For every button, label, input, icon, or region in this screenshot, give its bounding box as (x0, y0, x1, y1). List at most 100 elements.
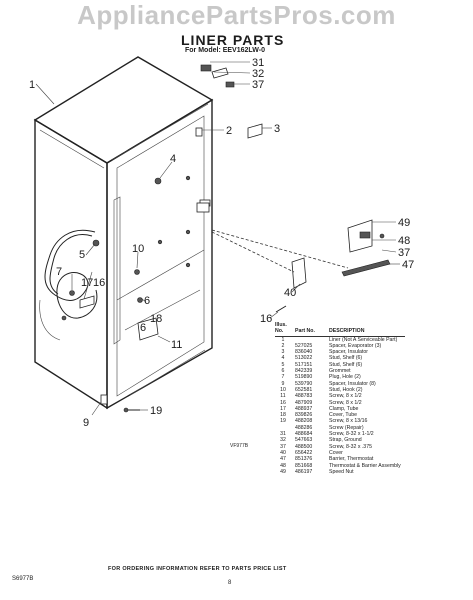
callout-37-right: 37 (398, 247, 410, 259)
illus-no: 31 (280, 431, 286, 438)
part-no: 486197 (295, 468, 313, 475)
illus-no: 11 (280, 393, 286, 400)
illus-no: 10 (280, 386, 286, 393)
part-no: 488684 (295, 431, 313, 438)
callout-31: 31 (252, 57, 264, 69)
callout-32: 32 (252, 68, 264, 80)
illus-no: 37 (280, 443, 286, 450)
callout-6-lower: 6 (140, 322, 146, 334)
table-row: 32 547663 Strap, Ground (275, 437, 405, 443)
callout-9: 9 (83, 417, 89, 429)
callout-3: 3 (274, 123, 280, 135)
illus-no: 17 (280, 405, 286, 412)
description: Screw, 8-32 x .375 (329, 443, 372, 450)
table-row: 2 527025 Spacer, Evaporator (3) (275, 343, 405, 349)
description: Clamp, Tube (329, 405, 359, 412)
callout-49: 49 (398, 217, 410, 229)
callout-47: 47 (402, 259, 414, 271)
callout-2: 2 (226, 125, 232, 137)
illus-no: 5 (281, 361, 285, 368)
illus-no: 7 (281, 374, 285, 381)
description: Spacer, Evaporator (3) (329, 342, 382, 349)
table-row: 1 Liner (Not A Serviceable Part) (275, 336, 405, 343)
illus-no: 19 (280, 418, 286, 425)
part-no: 519890 (295, 374, 313, 381)
callout-5: 5 (79, 249, 85, 261)
description: Stud, Hook (2) (329, 386, 363, 393)
illus-no: 40 (280, 449, 286, 456)
illus-no: 16 (280, 399, 286, 406)
illus-no: 48 (280, 462, 286, 469)
header-illus: Illus. No. (275, 322, 295, 337)
part-no (295, 336, 329, 343)
part-no: 527025 (295, 342, 313, 349)
callout-17: 17 (81, 277, 93, 289)
description: Spacer, Insulator (8) (329, 380, 376, 387)
header-desc: DESCRIPTION (329, 322, 405, 337)
table-row: 31 488684 Screw, 8-32 x 1-1/2 (275, 431, 405, 437)
illus-no: 49 (280, 468, 286, 475)
illus-no: 4 (281, 355, 285, 362)
illus-no: 9 (281, 380, 285, 387)
part-no: 851376 (295, 456, 313, 463)
part-no: 839826 (295, 412, 313, 419)
description: Barrier, Thermostat (329, 456, 374, 463)
table-row: 47 851376 Barrier, Thermostat (275, 456, 405, 462)
part-no: 487909 (295, 399, 313, 406)
ordering-footer: FOR ORDERING INFORMATION REFER TO PARTS … (108, 566, 287, 572)
description: Speed Nut (329, 468, 354, 475)
table-row: 16 487909 Screw, 8 x 1/2 (275, 400, 405, 406)
illus-no: 6 (281, 368, 285, 375)
callout-7: 7 (56, 266, 62, 278)
table-row: 37 488500 Screw, 8-32 x .375 (275, 444, 405, 450)
description: Screw, 8-32 x 1-1/2 (329, 431, 374, 438)
description: Screw (Repair) (329, 424, 364, 431)
part-no: 488783 (295, 393, 313, 400)
liner-outline (33, 56, 214, 410)
figure-code: VF977B (230, 443, 249, 449)
callout-18: 18 (150, 313, 162, 325)
callout-1: 1 (29, 79, 35, 91)
part-no: 547663 (295, 437, 313, 444)
description: Spacer, Insulator (329, 349, 368, 356)
illus-no: 32 (280, 437, 286, 444)
callout-6-upper: 6 (144, 295, 150, 307)
page-number: 8 (228, 580, 232, 586)
part-no: 488500 (295, 443, 313, 450)
callout-numbers: 1 31 32 37 2 3 4 10 5 7 17 16 6 18 6 11 … (29, 57, 414, 429)
description: Grommet (329, 368, 351, 375)
description: Thermostat & Barrier Assembly (329, 462, 401, 469)
parts-table: Illus. No. Part No. DESCRIPTION 1 Liner (… (275, 322, 405, 475)
description: Strap, Ground (329, 437, 362, 444)
part-no: 488208 (295, 418, 313, 425)
illus-no: 2 (281, 342, 285, 349)
model-label: For Model: EEV162LW-0 (185, 47, 265, 54)
description: Liner (Not A Serviceable Part) (329, 336, 398, 343)
tubing (39, 229, 98, 341)
illus-no: 47 (280, 456, 286, 463)
callout-10: 10 (132, 243, 144, 255)
illus-no: 1 (281, 336, 285, 343)
description: Screw, 8 x 1/2 (329, 399, 362, 406)
small-parts (61, 64, 391, 413)
part-no: 517151 (295, 361, 313, 368)
callout-4: 4 (170, 153, 176, 165)
callout-48: 48 (398, 235, 410, 247)
parts-table-header: Illus. No. Part No. DESCRIPTION (275, 322, 405, 337)
illus-no: 18 (280, 412, 286, 419)
part-no: 836040 (295, 349, 313, 356)
description: Stud, Shelf (6) (329, 361, 363, 368)
leader-lines (35, 61, 400, 416)
